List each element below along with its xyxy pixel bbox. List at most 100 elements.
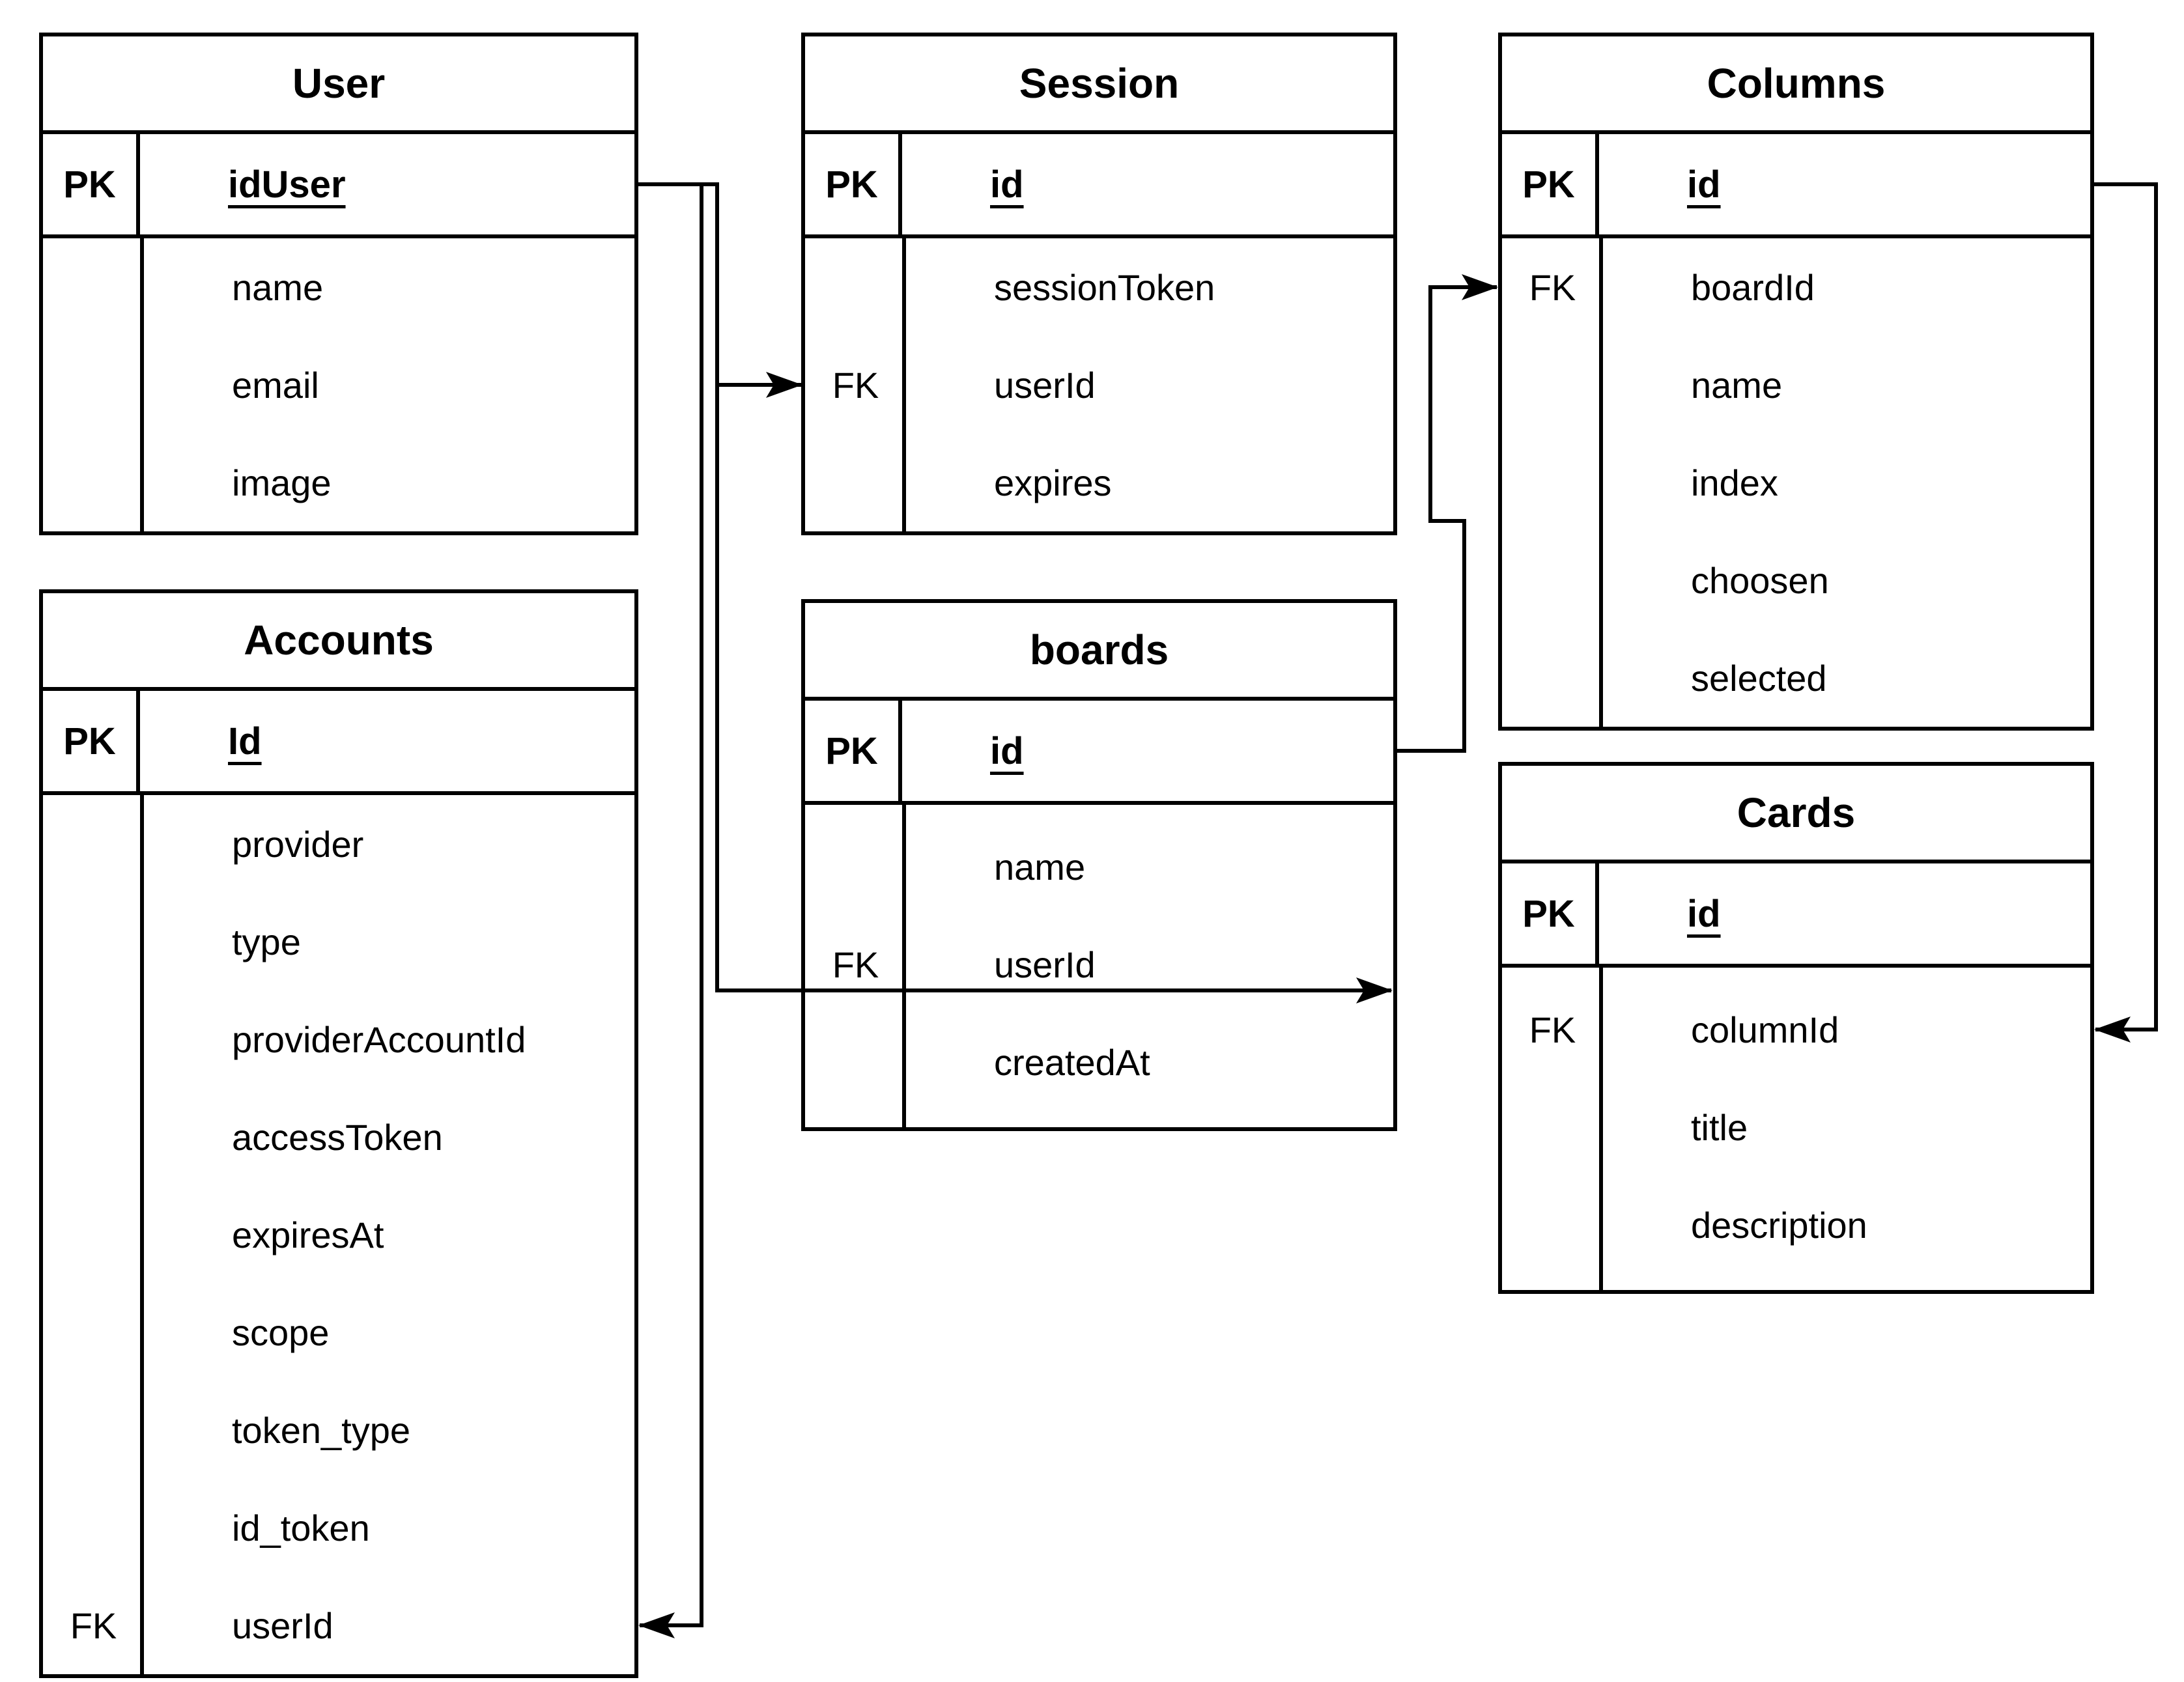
field-row: sessionToken xyxy=(805,238,1393,336)
entity-boards-body: name FK userId createdAt xyxy=(805,805,1393,1127)
pk-badge: PK xyxy=(43,134,140,234)
entity-user[interactable]: User PK idUser name email image xyxy=(39,33,638,535)
entity-accounts-pk-row: PK Id xyxy=(43,691,634,795)
field-name: sessionToken xyxy=(994,266,1215,308)
field-name: userId xyxy=(994,364,1096,406)
fk-badge: FK xyxy=(1529,266,1576,308)
field-row: type xyxy=(43,893,634,990)
field-row: expiresAt xyxy=(43,1186,634,1283)
field-name: description xyxy=(1691,1204,1867,1246)
entity-cards-pk-row: PK id xyxy=(1502,863,2090,968)
pk-field: idUser xyxy=(228,163,346,206)
relationship-boards-columns-arrow[interactable] xyxy=(1397,274,1498,753)
field-row: selected xyxy=(1502,629,2090,727)
fk-badge: FK xyxy=(832,364,879,406)
fk-badge: FK xyxy=(1529,1009,1576,1050)
entity-session[interactable]: Session PK id sessionToken FK userId exp… xyxy=(801,33,1397,535)
pk-field: id xyxy=(990,163,1024,206)
field-name: name xyxy=(994,846,1086,888)
relationship-user-session-arrow[interactable] xyxy=(638,182,802,398)
field-name: id_token xyxy=(232,1507,370,1549)
field-name: boardId xyxy=(1691,266,1815,308)
field-row: index xyxy=(1502,434,2090,531)
field-name: title xyxy=(1691,1106,1748,1148)
field-name: selected xyxy=(1691,657,1827,699)
entity-user-title: User xyxy=(43,36,634,134)
key-column-divider xyxy=(902,238,906,531)
field-row: FK columnId xyxy=(1502,981,2090,1078)
pk-badge: PK xyxy=(805,134,902,234)
fk-badge: FK xyxy=(70,1605,117,1646)
entity-accounts[interactable]: Accounts PK Id provider type providerAcc… xyxy=(39,589,638,1678)
field-name: createdAt xyxy=(994,1041,1150,1083)
field-row: FK boardId xyxy=(1502,238,2090,336)
field-name: token_type xyxy=(232,1409,410,1451)
field-name: image xyxy=(232,462,332,503)
relationship-user-accounts-arrow[interactable] xyxy=(638,182,703,1638)
key-column-divider xyxy=(1599,238,1603,727)
field-row: expires xyxy=(805,434,1393,531)
field-name: userId xyxy=(232,1605,333,1646)
field-row: providerAccountId xyxy=(43,990,634,1088)
field-row: token_type xyxy=(43,1381,634,1479)
pk-badge: PK xyxy=(43,691,140,791)
field-row: createdAt xyxy=(805,1013,1393,1111)
entity-user-body: name email image xyxy=(43,238,634,531)
pk-field: id xyxy=(1687,892,1721,935)
field-name: index xyxy=(1691,462,1778,503)
field-name: type xyxy=(232,921,301,962)
field-name: name xyxy=(1691,364,1783,406)
pk-badge: PK xyxy=(805,701,902,801)
field-name: scope xyxy=(232,1311,330,1353)
fk-badge: FK xyxy=(832,944,879,985)
field-name: choosen xyxy=(1691,559,1829,601)
entity-boards[interactable]: boards PK id name FK userId createdAt xyxy=(801,599,1397,1131)
field-row: scope xyxy=(43,1283,634,1381)
entity-accounts-title: Accounts xyxy=(43,593,634,691)
relationship-columns-cards-arrow[interactable] xyxy=(2094,182,2158,1043)
field-row: name xyxy=(805,818,1393,916)
field-row: name xyxy=(43,238,634,336)
entity-cards[interactable]: Cards PK id FK columnId title descriptio… xyxy=(1498,762,2094,1294)
entity-user-pk-row: PK idUser xyxy=(43,134,634,238)
entity-columns-body: FK boardId name index choosen selected xyxy=(1502,238,2090,727)
entity-cards-body: FK columnId title description xyxy=(1502,968,2090,1290)
field-name: expires xyxy=(994,462,1112,503)
entity-columns-pk-row: PK id xyxy=(1502,134,2090,238)
field-name: email xyxy=(232,364,319,406)
field-row: image xyxy=(43,434,634,531)
entity-boards-pk-row: PK id xyxy=(805,701,1393,805)
entity-session-body: sessionToken FK userId expires xyxy=(805,238,1393,531)
pk-field: id xyxy=(1687,163,1721,206)
pk-badge: PK xyxy=(1502,863,1599,964)
field-name: name xyxy=(232,266,324,308)
field-name: userId xyxy=(994,944,1096,985)
entity-columns[interactable]: Columns PK id FK boardId name index choo… xyxy=(1498,33,2094,731)
pk-badge: PK xyxy=(1502,134,1599,234)
entity-cards-title: Cards xyxy=(1502,766,2090,863)
key-column-divider xyxy=(1599,968,1603,1290)
field-row: FK userId xyxy=(805,916,1393,1013)
key-column-divider xyxy=(902,805,906,1127)
key-column-divider xyxy=(140,238,144,531)
field-row: title xyxy=(1502,1078,2090,1176)
field-name: accessToken xyxy=(232,1116,443,1158)
field-row: choosen xyxy=(1502,531,2090,629)
entity-session-pk-row: PK id xyxy=(805,134,1393,238)
field-row: FK userId xyxy=(43,1577,634,1674)
field-row: id_token xyxy=(43,1479,634,1577)
entity-session-title: Session xyxy=(805,36,1393,134)
field-row: name xyxy=(1502,336,2090,434)
key-column-divider xyxy=(140,795,144,1674)
entity-boards-title: boards xyxy=(805,603,1393,701)
field-name: expiresAt xyxy=(232,1214,384,1255)
field-row: accessToken xyxy=(43,1088,634,1186)
field-name: providerAccountId xyxy=(232,1018,526,1060)
pk-field: id xyxy=(990,729,1024,772)
field-name: provider xyxy=(232,823,364,865)
field-name: columnId xyxy=(1691,1009,1839,1050)
field-row: email xyxy=(43,336,634,434)
entity-columns-title: Columns xyxy=(1502,36,2090,134)
